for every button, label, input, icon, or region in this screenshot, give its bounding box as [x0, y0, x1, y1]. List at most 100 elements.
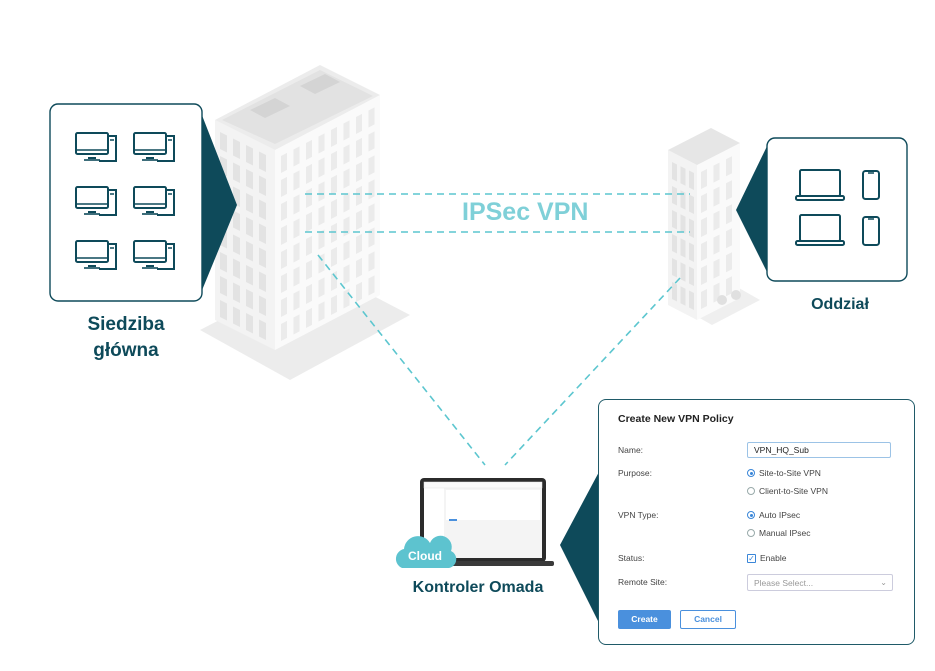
purpose-option-client-to-site[interactable]: Client-to-Site VPN [747, 486, 828, 496]
building-window [318, 133, 325, 154]
building-window [281, 296, 287, 317]
building-window [331, 246, 337, 267]
building-window [233, 210, 240, 231]
building-window [293, 266, 300, 287]
building-window [259, 295, 266, 316]
building-window [220, 300, 227, 321]
building-window [246, 241, 253, 262]
building-window [701, 240, 707, 261]
radio-unselected-icon[interactable] [747, 529, 755, 537]
building-window [713, 258, 720, 279]
headquarters-label: Siedziba główna [60, 312, 192, 364]
building-window [318, 157, 325, 178]
cancel-button[interactable]: Cancel [680, 610, 736, 629]
building-window [281, 224, 287, 245]
vpn-type-option-manual[interactable]: Manual IPsec [747, 528, 811, 538]
building-window [220, 132, 227, 153]
building-window [259, 175, 266, 196]
building-window [356, 233, 362, 254]
vpn-type-option-auto[interactable]: Auto IPsec [747, 510, 800, 520]
building-window [306, 163, 312, 184]
building-window [318, 301, 325, 322]
desktop-computer-icon [74, 185, 120, 222]
status-enable-checkbox[interactable]: ✓ Enable [747, 553, 786, 563]
building-window [680, 286, 686, 306]
building-window [331, 294, 337, 315]
building-window [701, 264, 707, 285]
building-window [356, 257, 362, 278]
building-window [293, 242, 300, 263]
remote-site-label: Remote Site: [618, 577, 668, 587]
desktop-computer-icon [74, 131, 120, 168]
branch-label: Oddział [811, 296, 869, 313]
building-window [356, 161, 362, 182]
smartphone-icon [861, 215, 881, 252]
building-window [356, 185, 362, 206]
radio-unselected-icon[interactable] [747, 487, 755, 495]
building-window [356, 281, 362, 302]
building-window [306, 187, 312, 208]
building-window [281, 320, 287, 341]
building-window [368, 275, 375, 296]
building-window [318, 277, 325, 298]
building-window [356, 113, 362, 134]
building-window [233, 258, 240, 279]
laptop-icon [795, 213, 845, 252]
building-window [331, 126, 337, 147]
name-label: Name: [618, 445, 644, 455]
building-window [306, 259, 312, 280]
ipsec-vpn-label: IPSec VPN [458, 198, 593, 227]
building-window [689, 170, 694, 190]
chevron-down-icon: ⌄ [880, 578, 887, 587]
building-window [368, 107, 375, 128]
create-button[interactable]: Create [618, 610, 671, 629]
desktop-computer-icon [132, 185, 178, 222]
building-window [368, 179, 375, 200]
building-window [726, 276, 732, 297]
building-window [713, 162, 720, 183]
building-window [680, 166, 686, 186]
building-window [701, 288, 707, 309]
building-window [281, 248, 287, 269]
building-window [246, 193, 253, 214]
create-vpn-policy-dialog: Create New VPN Policy Name: VPN_HQ_Sub P… [598, 399, 915, 645]
building-window [259, 223, 266, 244]
desktop-computer-icon [132, 131, 178, 168]
building-window [368, 203, 375, 224]
building-window [680, 214, 686, 234]
building-window [701, 216, 707, 237]
building-window [318, 229, 325, 250]
controller-label: Kontroler Omada [412, 579, 544, 596]
building-window [246, 145, 253, 166]
desktop-computer-icon [132, 239, 178, 276]
checkmark-icon[interactable]: ✓ [747, 553, 756, 563]
option-label: Manual IPsec [759, 528, 811, 538]
building-window [680, 262, 686, 282]
building-window [701, 192, 707, 213]
name-input[interactable]: VPN_HQ_Sub [747, 442, 891, 458]
building-window [331, 222, 337, 243]
building-window [220, 276, 227, 297]
building-window [233, 162, 240, 183]
building-window [713, 234, 720, 255]
building-window [689, 194, 694, 214]
remote-site-select[interactable]: Please Select... ⌄ [747, 574, 893, 591]
building-window [368, 251, 375, 272]
radio-selected-icon[interactable] [747, 469, 755, 477]
building-window [726, 180, 732, 201]
branch-building [668, 128, 760, 325]
vpn-type-label: VPN Type: [618, 510, 659, 520]
building-window [281, 272, 287, 293]
building-window [672, 282, 677, 302]
radio-selected-icon[interactable] [747, 511, 755, 519]
building-window [281, 152, 287, 173]
building-window [293, 290, 300, 311]
building-window [672, 210, 677, 230]
building-window [689, 290, 694, 310]
purpose-option-site-to-site[interactable]: Site-to-Site VPN [747, 468, 821, 478]
building-window [343, 168, 350, 189]
building-window [306, 307, 312, 328]
branch-device-panel [736, 137, 908, 282]
building-window [331, 174, 337, 195]
building-window [343, 120, 350, 141]
